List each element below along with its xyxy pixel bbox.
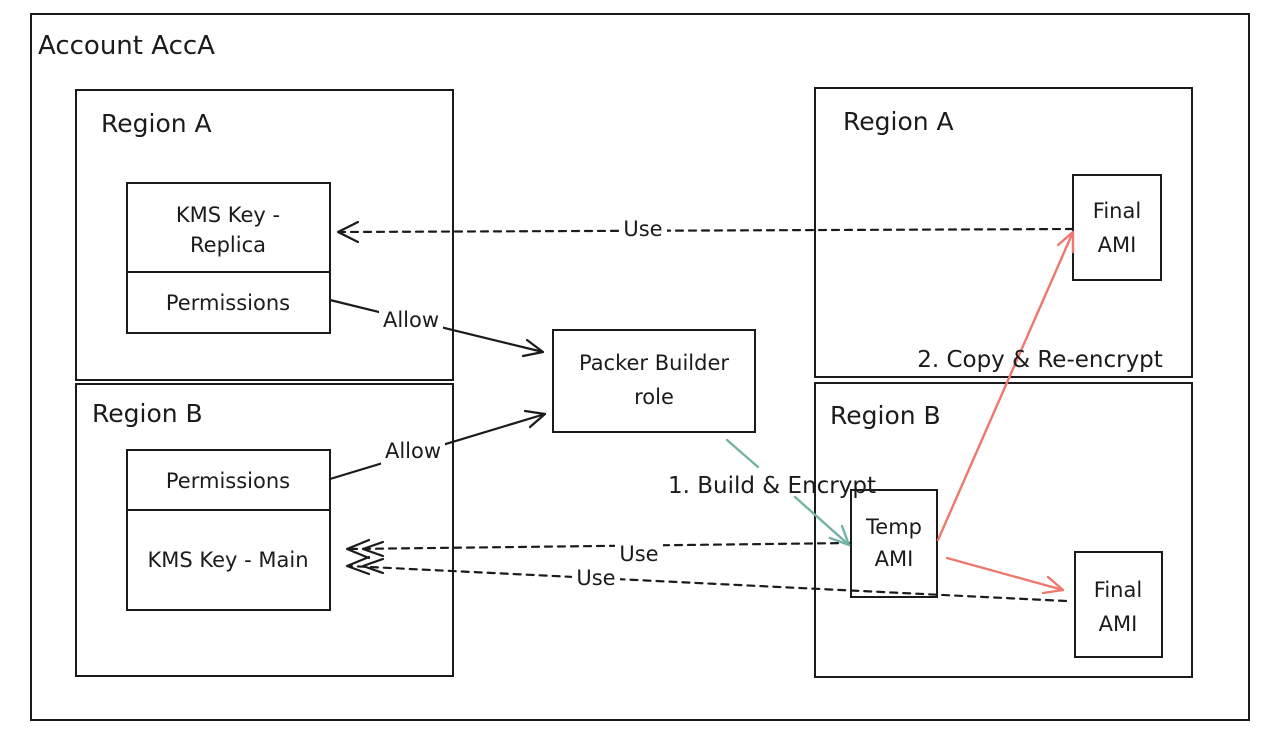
packer-builder-role-box: [552, 329, 756, 433]
allow-a-arrowhead-icon: [521, 338, 545, 358]
region-b-left-label: Region B: [92, 399, 203, 428]
kms-key-replica-label-line1: KMS Key -: [176, 203, 280, 227]
allow-a-arrow: Allow: [328, 298, 545, 358]
temp-ami-label-line2: AMI: [875, 547, 914, 571]
allow-b-arrowhead-icon: [523, 409, 547, 429]
copy-reencrypt-label: 2. Copy & Re-encrypt: [917, 347, 1163, 373]
use-top-label: Use: [623, 217, 662, 241]
use-mid-label-bg: [615, 540, 663, 567]
use-bottom-label: Use: [576, 566, 615, 590]
temp-ami-label-line1: Temp: [865, 515, 922, 539]
copy-reencrypt-line1: [936, 230, 1075, 542]
region-b-right-label: Region B: [830, 401, 941, 430]
use-mid-arrowhead2-icon: [361, 540, 385, 558]
build-encrypt-line-segment1: [725, 438, 760, 469]
use-top-line: [338, 227, 1075, 234]
use-top-label-bg: [619, 214, 667, 242]
region-a-right-label: Region A: [843, 107, 954, 136]
copy-reencrypt-line2: [945, 556, 1065, 592]
build-encrypt-label: 1. Build & Encrypt: [668, 473, 876, 499]
permissions-a-box: [126, 271, 331, 334]
allow-a-label-bg: [379, 305, 443, 334]
build-encrypt-arrow: 1. Build & Encrypt: [668, 438, 876, 547]
allow-b-label: Allow: [385, 439, 441, 463]
use-bottom-arrowhead-icon: [345, 555, 371, 576]
use-mid-label: Use: [619, 542, 658, 566]
kms-key-main-box: [126, 509, 331, 611]
final-ami-a-box: [1072, 174, 1162, 281]
kms-key-replica-box: [126, 182, 331, 273]
use-bottom-line: [347, 564, 1068, 603]
final-ami-b-label-line1: Final: [1094, 578, 1142, 602]
final-ami-b-label-line2: AMI: [1099, 612, 1138, 636]
region-a-left-label: Region A: [101, 109, 212, 138]
use-mid-arrow: Use: [345, 538, 853, 567]
final-ami-b-box: [1074, 551, 1163, 658]
account-label: Account AccA: [38, 31, 215, 61]
use-bottom-label-bg: [572, 564, 620, 591]
copy-reencrypt-arrowhead1-icon: [1056, 230, 1075, 254]
packer-builder-role-label-line1: Packer Builder: [579, 351, 729, 375]
kms-key-main-label: KMS Key - Main: [147, 548, 308, 572]
build-encrypt-line-segment2: [793, 495, 851, 547]
use-bottom-arrow: Use: [345, 555, 1068, 603]
final-ami-a-label-line1: Final: [1093, 199, 1141, 223]
allow-b-label-bg: [381, 436, 445, 465]
copy-reencrypt-arrowhead2-icon: [1041, 575, 1065, 595]
permissions-b-label: Permissions: [166, 469, 290, 493]
use-mid-arrowhead-icon: [345, 538, 371, 560]
kms-key-replica-label-line2: Replica: [190, 233, 266, 257]
permissions-a-label: Permissions: [166, 291, 290, 315]
use-bottom-arrowhead2-icon: [361, 557, 385, 575]
allow-b-arrow: Allow: [328, 409, 547, 481]
allow-a-label: Allow: [383, 308, 439, 332]
use-mid-line: [347, 541, 853, 551]
copy-reencrypt-arrow-to-final-b: [945, 556, 1065, 595]
packer-builder-role-label-line2: role: [634, 385, 674, 409]
copy-reencrypt-arrow-to-region-a: [936, 230, 1075, 542]
build-encrypt-arrowhead-icon: [828, 524, 851, 547]
final-ami-a-label-line2: AMI: [1098, 233, 1137, 257]
use-top-arrow: Use: [336, 214, 1075, 244]
use-top-arrowhead-icon: [336, 220, 360, 244]
temp-ami-box: [850, 489, 938, 598]
